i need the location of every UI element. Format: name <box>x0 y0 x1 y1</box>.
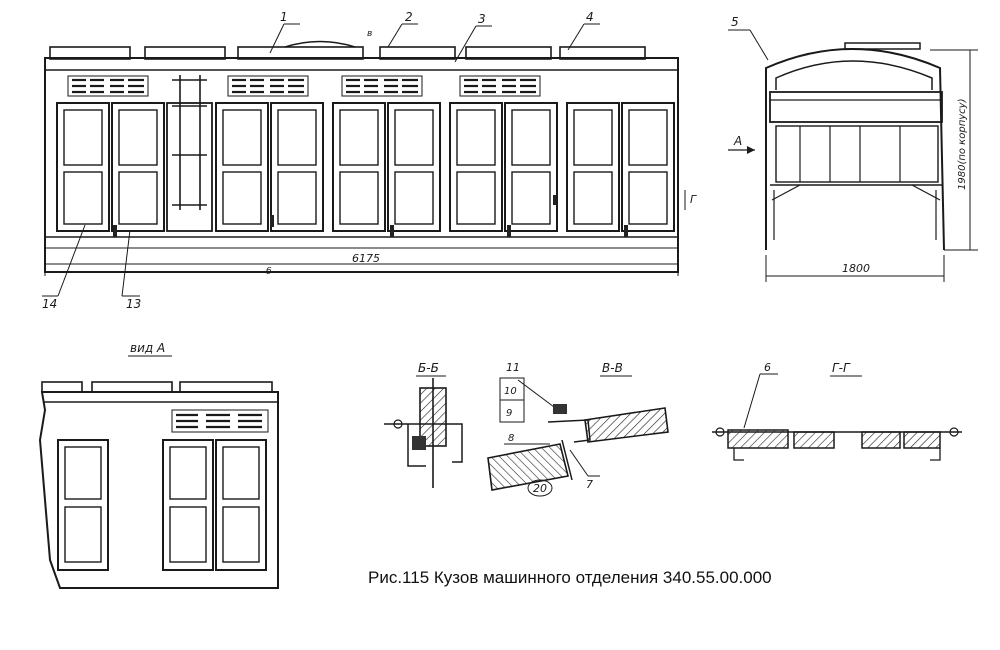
view-arrow-a: А <box>733 134 742 148</box>
dimension-width: 1800 <box>842 262 870 275</box>
callout-11: 11 <box>506 361 520 374</box>
callout-9: 9 <box>506 408 512 419</box>
callout-2: 2 <box>405 10 413 24</box>
section-bb-title: Б-Б <box>418 361 439 375</box>
callout-7: 7 <box>586 478 593 491</box>
section-mark-b-bottom: б <box>266 267 272 277</box>
dimension-length: 6175 <box>352 252 380 265</box>
callout-5: 5 <box>731 15 739 29</box>
front-view: 6175 б в Г 1 2 3 4 14 13 <box>42 10 697 311</box>
callout-3: 3 <box>478 12 486 26</box>
callout-6: 6 <box>764 361 771 374</box>
door-panels <box>56 75 675 237</box>
section-vv: В-В 11 10 9 8 20 7 <box>487 361 669 497</box>
figure-caption: Рис.115 Кузов машинного отделения 340.55… <box>368 568 772 587</box>
dimension-height: 1980(по корпусу) <box>957 99 968 190</box>
callout-8: 8 <box>508 433 514 444</box>
callout-20: 20 <box>533 482 547 495</box>
section-mark-g: Г <box>690 193 697 206</box>
callout-13: 13 <box>126 297 141 311</box>
section-vv-title: В-В <box>602 361 623 375</box>
section-bb: Б-Б <box>384 361 463 488</box>
callout-4: 4 <box>586 10 594 24</box>
section-gg: Г-Г 6 <box>712 361 962 461</box>
section-gg-title: Г-Г <box>832 361 851 375</box>
louvre-groups <box>67 75 541 97</box>
view-a-title: вид А <box>130 341 165 355</box>
side-view: 1800 1980(по корпусу) А 5 <box>728 15 978 282</box>
callout-10: 10 <box>504 386 517 397</box>
view-a: вид А <box>38 341 279 589</box>
callout-1: 1 <box>280 10 288 24</box>
callout-14: 14 <box>42 297 57 311</box>
section-mark-b-top: в <box>367 29 372 39</box>
